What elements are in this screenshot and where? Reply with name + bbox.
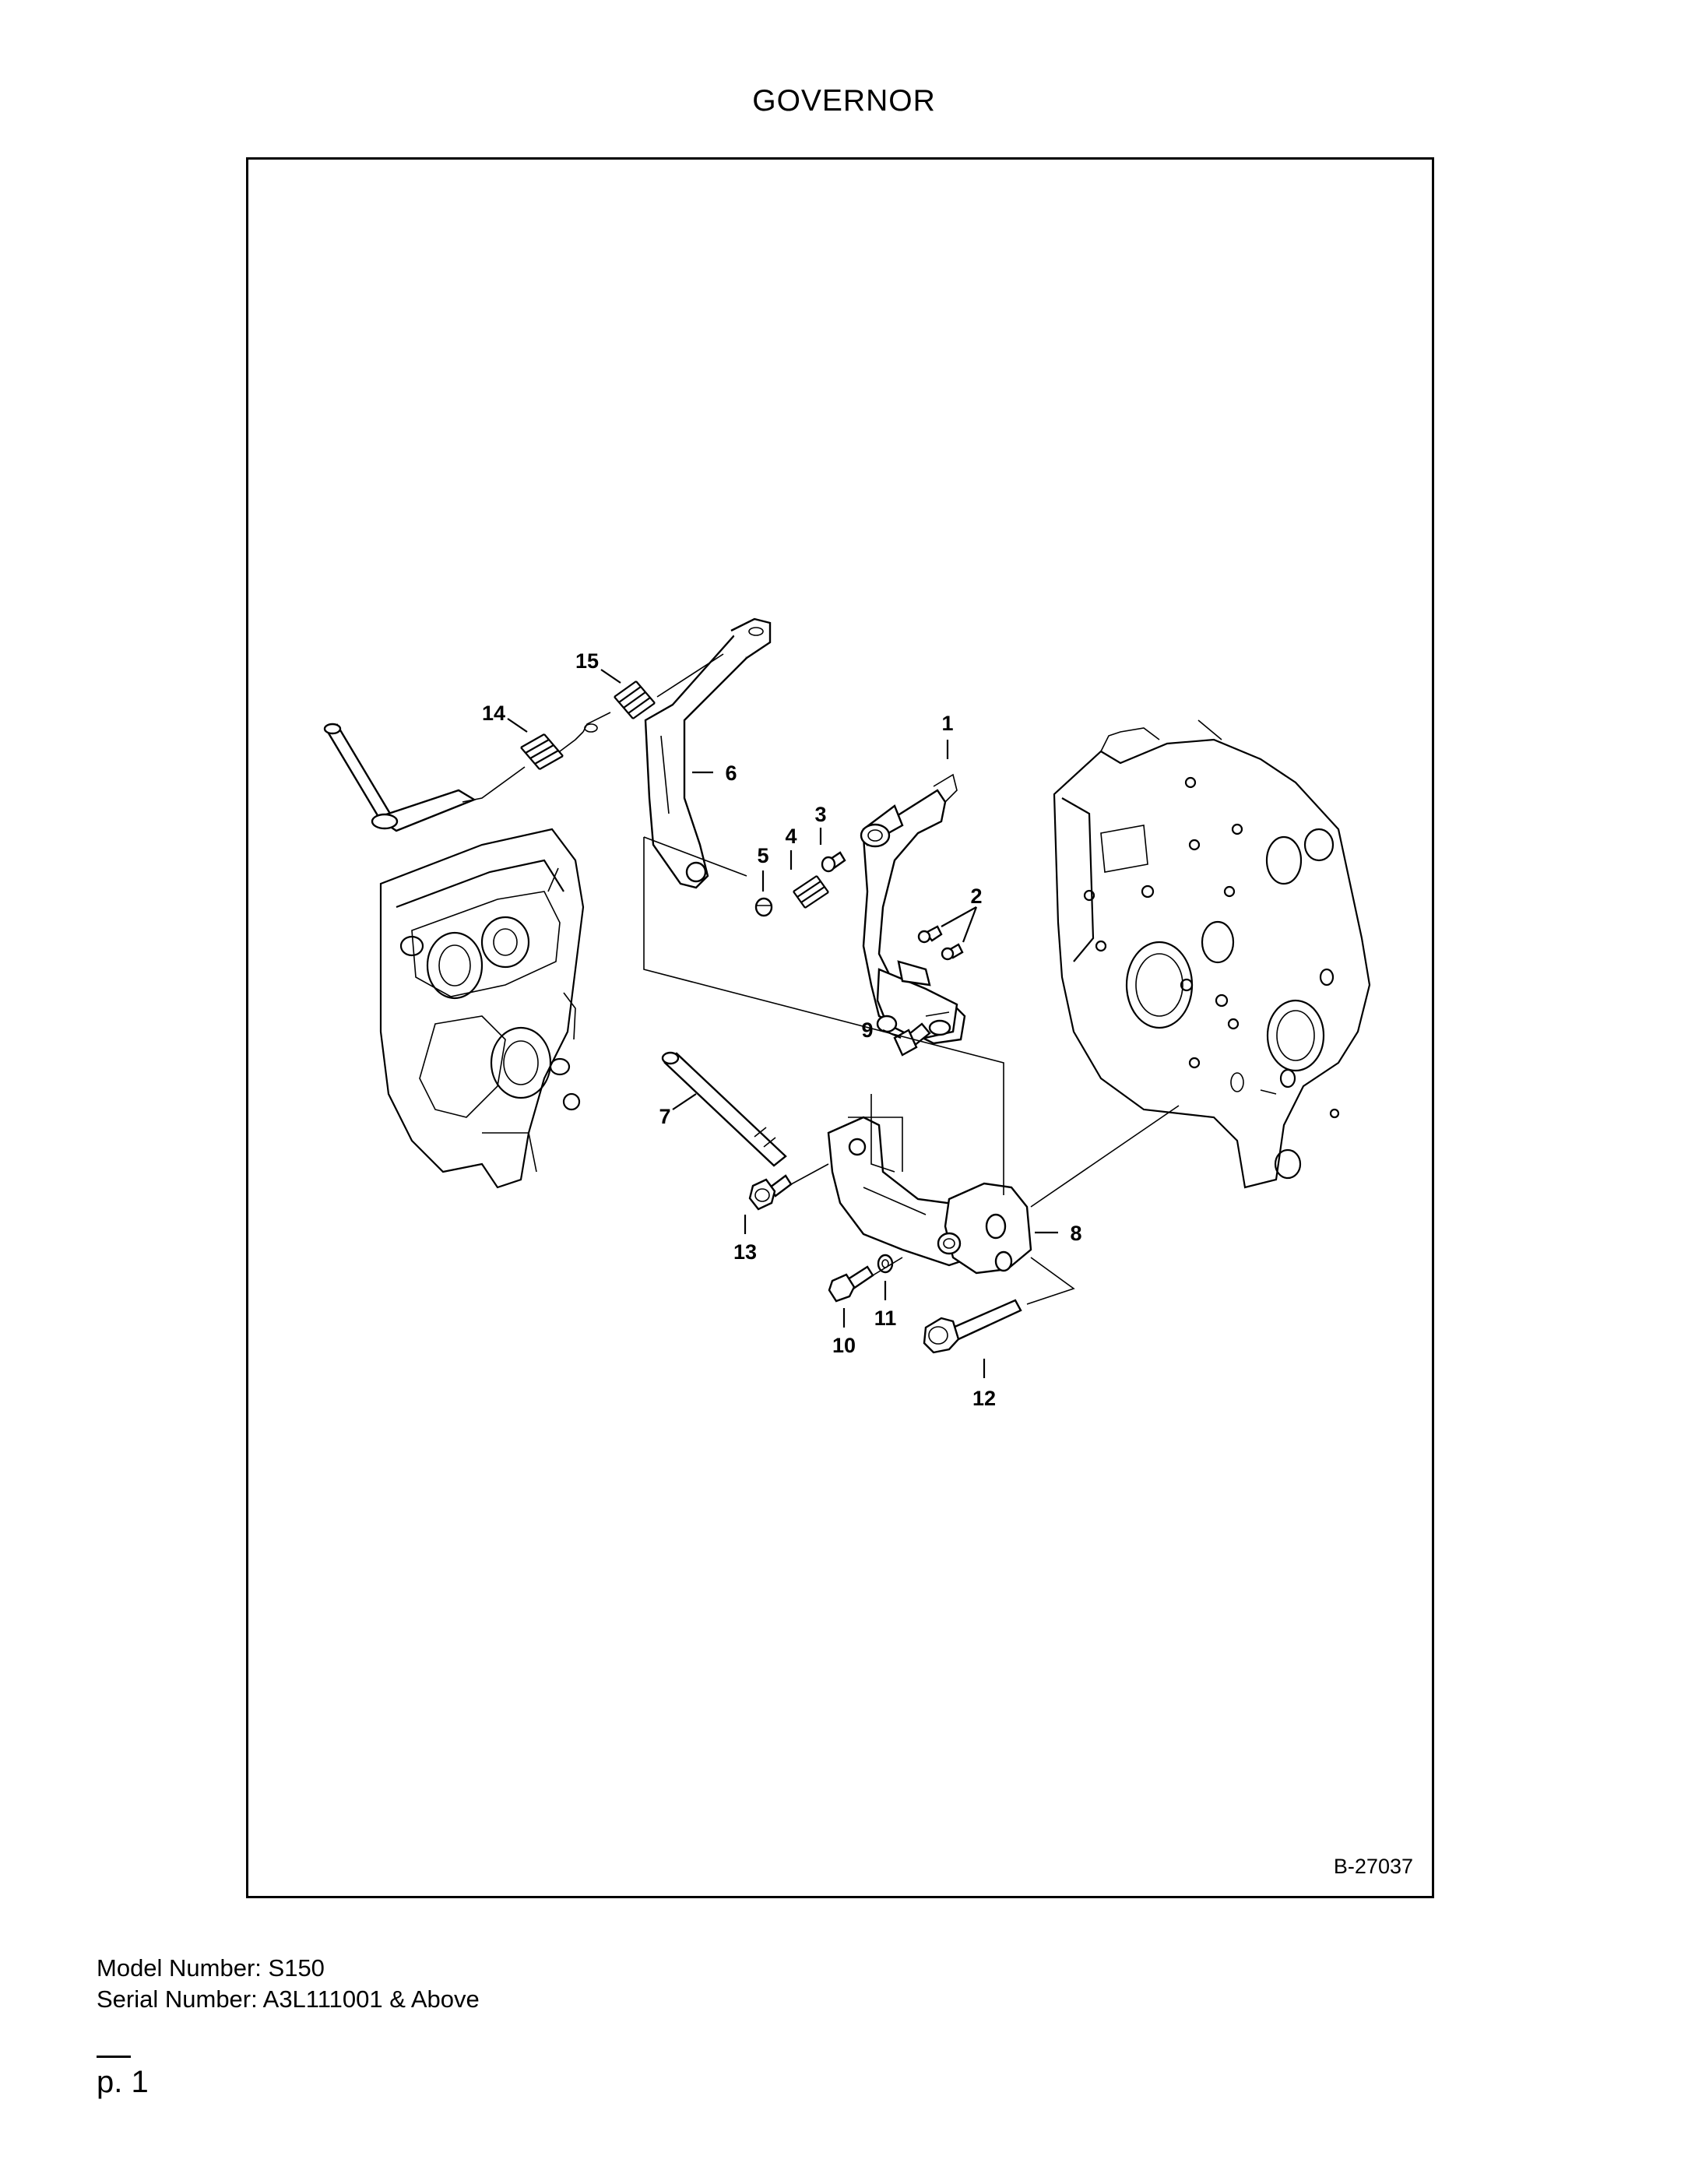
callout-15: 15 [575, 649, 621, 684]
callout-label-4: 4 [785, 825, 797, 848]
callout-label-6: 6 [725, 761, 737, 785]
stopper-bolt-3 [821, 851, 846, 873]
callout-5: 5 [757, 844, 769, 892]
callout-11: 11 [874, 1281, 897, 1330]
callout-label-15: 15 [575, 649, 599, 673]
callout-label-9: 9 [861, 1018, 873, 1042]
callout-label-1: 1 [941, 712, 953, 735]
bolt-12 [923, 1299, 1022, 1354]
exploded-parts-diagram: 1 2 3 4 5 6 7 8 [246, 157, 1434, 1898]
callout-label-14: 14 [482, 702, 505, 725]
callout-12: 12 [972, 1359, 996, 1410]
callout-3: 3 [814, 803, 827, 845]
callout-label-10: 10 [832, 1334, 856, 1357]
throttle-lever-rod [323, 723, 477, 832]
assembly-guide-lines [643, 836, 1180, 1305]
callout-1: 1 [941, 712, 954, 759]
spring-14 [462, 731, 584, 803]
page-number: p. 1 [97, 2065, 149, 2099]
fork-lever [860, 773, 966, 1045]
callout-7: 7 [659, 1093, 697, 1128]
model-number: Model Number: S150 [97, 1954, 325, 1982]
washer-11 [877, 1254, 894, 1274]
governor-lever-6 [644, 617, 772, 889]
serial-number: Serial Number: A3L111001 & Above [97, 1985, 480, 2013]
callout-8: 8 [1035, 1222, 1082, 1245]
ball-5 [754, 897, 773, 917]
page-title: GOVERNOR [752, 84, 936, 118]
callout-label-3: 3 [814, 803, 826, 826]
callout-4: 4 [785, 825, 797, 870]
callout-label-5: 5 [757, 844, 768, 867]
pin-2 [917, 925, 964, 961]
gear-case-housing [379, 828, 585, 1189]
governor-assembly-illustration: 1 2 3 4 5 6 7 8 [323, 617, 1371, 1410]
spring-15 [582, 653, 724, 733]
callout-label-8: 8 [1070, 1222, 1081, 1245]
callout-13: 13 [733, 1215, 757, 1264]
support-bracket-8 [827, 1116, 1032, 1275]
callout-label-2: 2 [970, 885, 982, 908]
callout-14: 14 [482, 702, 528, 733]
spring-4 [793, 875, 829, 909]
model-info: Model Number: S150 Serial Number: A3L111… [97, 1953, 480, 2015]
callout-label-12: 12 [972, 1387, 996, 1410]
callout-2: 2 [941, 885, 983, 943]
callout-label-11: 11 [874, 1307, 897, 1330]
bolt-13 [748, 1174, 793, 1211]
engine-block [1053, 719, 1371, 1189]
callout-label-7: 7 [659, 1105, 670, 1128]
page-rule [97, 2056, 131, 2058]
callout-label-13: 13 [733, 1240, 757, 1264]
callout-6: 6 [692, 761, 737, 785]
callout-9: 9 [861, 1018, 902, 1042]
drawing-code: B-27037 [1333, 1855, 1413, 1878]
lever-shaft-7 [661, 1051, 787, 1167]
callout-10: 10 [832, 1308, 856, 1357]
bolt-10 [828, 1265, 874, 1303]
